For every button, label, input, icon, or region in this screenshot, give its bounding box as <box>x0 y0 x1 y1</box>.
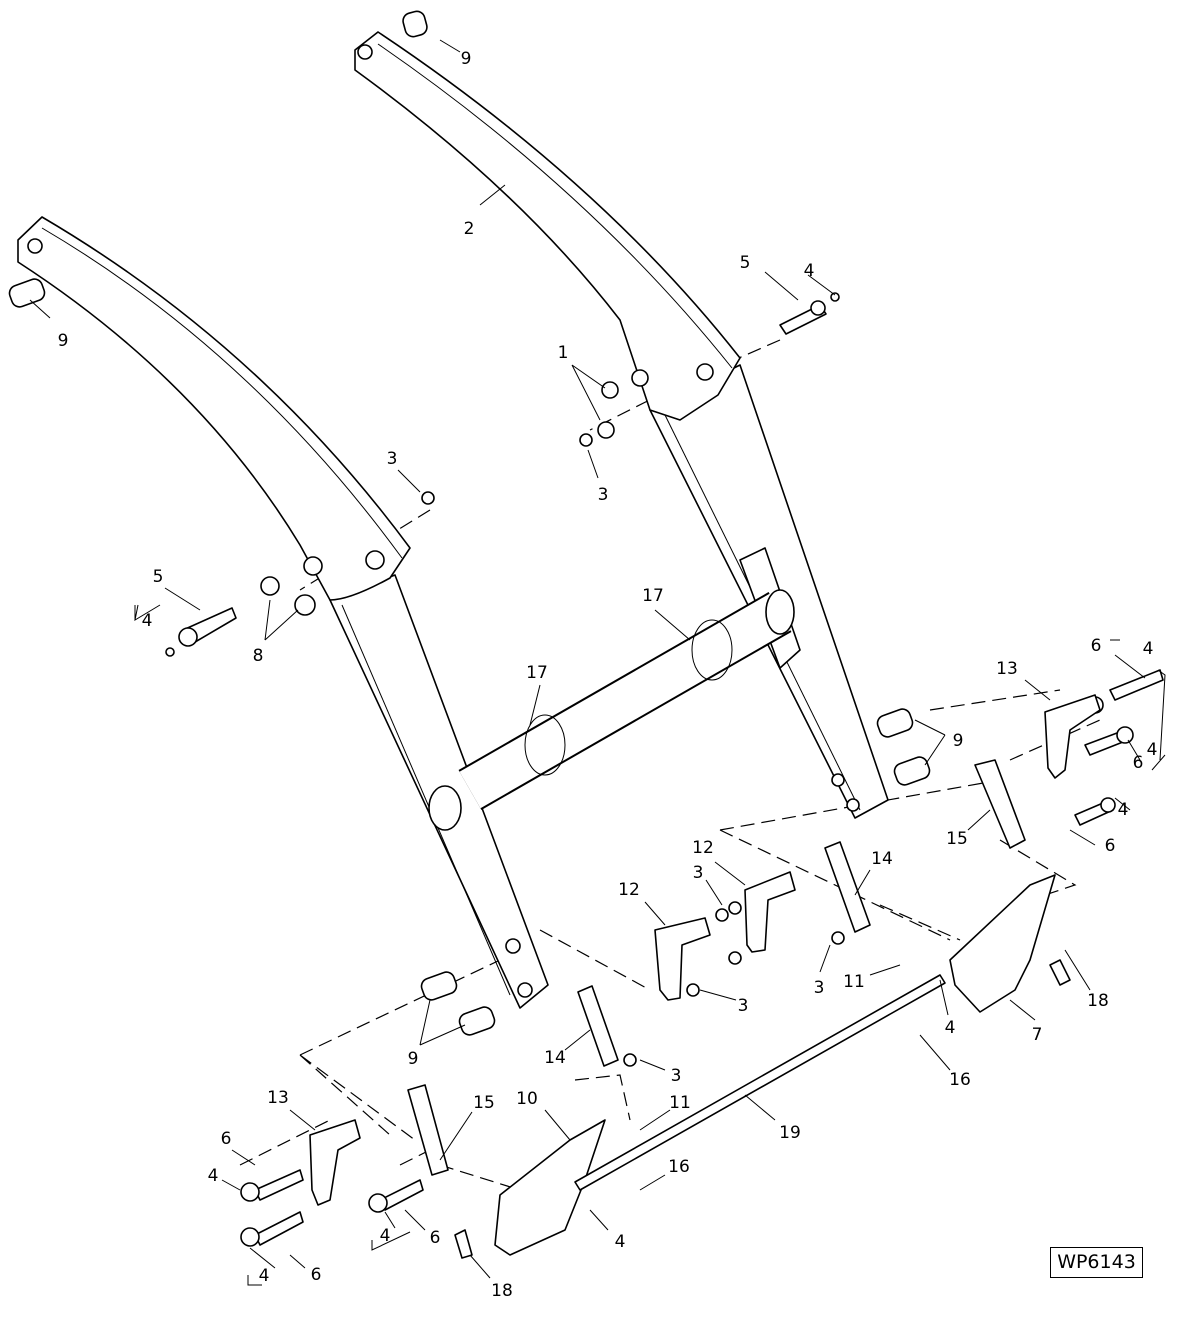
callout-8: 8 <box>253 646 264 666</box>
callout-2: 2 <box>464 219 475 239</box>
callout-5: 5 <box>740 253 751 273</box>
callout-4: 4 <box>142 611 153 631</box>
callout-4: 4 <box>208 1166 219 1186</box>
left-loader-arm <box>17 216 549 1009</box>
hardware-parts <box>8 10 1164 1247</box>
callout-17: 17 <box>642 586 664 606</box>
callout-9: 9 <box>461 49 472 69</box>
callout-4: 4 <box>1118 800 1129 820</box>
callout-17: 17 <box>526 663 548 683</box>
callout-3: 3 <box>814 978 825 998</box>
diagram-code-label: WP6143 <box>1050 1247 1143 1278</box>
callout-14: 14 <box>871 849 893 869</box>
callout-11: 11 <box>669 1093 691 1113</box>
crossbar-tube <box>458 589 795 810</box>
alignment-lines <box>239 339 1101 1191</box>
callout-4: 4 <box>804 261 815 281</box>
callout-16: 16 <box>668 1157 690 1177</box>
callout-18: 18 <box>491 1281 513 1301</box>
linkage-rod <box>574 974 946 1191</box>
callout-4: 4 <box>1143 639 1154 659</box>
callout-12: 12 <box>692 838 714 858</box>
callout-9: 9 <box>408 1049 419 1069</box>
callout-15: 15 <box>946 829 968 849</box>
callout-6: 6 <box>311 1265 322 1285</box>
callout-labels: 9 2 9 5 4 1 3 3 5 4 8 17 17 13 6 4 9 4 6… <box>58 49 1158 1301</box>
callout-14: 14 <box>544 1048 566 1068</box>
callout-19: 19 <box>779 1123 801 1143</box>
callout-6: 6 <box>1105 836 1116 856</box>
callout-4: 4 <box>259 1266 270 1286</box>
callout-4: 4 <box>615 1232 626 1252</box>
callout-3: 3 <box>738 996 749 1016</box>
callout-13: 13 <box>996 659 1018 679</box>
brackets-and-links <box>309 694 1101 1259</box>
callout-4: 4 <box>380 1226 391 1246</box>
callout-6: 6 <box>221 1129 232 1149</box>
callout-16: 16 <box>949 1070 971 1090</box>
callout-6: 6 <box>430 1228 441 1248</box>
callout-13: 13 <box>267 1088 289 1108</box>
callout-10: 10 <box>516 1089 538 1109</box>
callout-3: 3 <box>598 485 609 505</box>
callout-6: 6 <box>1133 753 1144 773</box>
callout-6: 6 <box>1091 636 1102 656</box>
callout-3: 3 <box>387 449 398 469</box>
callout-4: 4 <box>1147 740 1158 760</box>
callout-9: 9 <box>953 731 964 751</box>
callout-1: 1 <box>558 343 569 363</box>
callout-7: 7 <box>1032 1025 1043 1045</box>
callout-9: 9 <box>58 331 69 351</box>
callout-5: 5 <box>153 567 164 587</box>
callout-12: 12 <box>618 880 640 900</box>
callout-18: 18 <box>1087 991 1109 1011</box>
callout-11: 11 <box>843 972 865 992</box>
callout-3: 3 <box>693 863 704 883</box>
callout-15: 15 <box>473 1093 495 1113</box>
callout-3: 3 <box>671 1066 682 1086</box>
callout-4: 4 <box>945 1018 956 1038</box>
leader-lines <box>29 39 1166 1286</box>
